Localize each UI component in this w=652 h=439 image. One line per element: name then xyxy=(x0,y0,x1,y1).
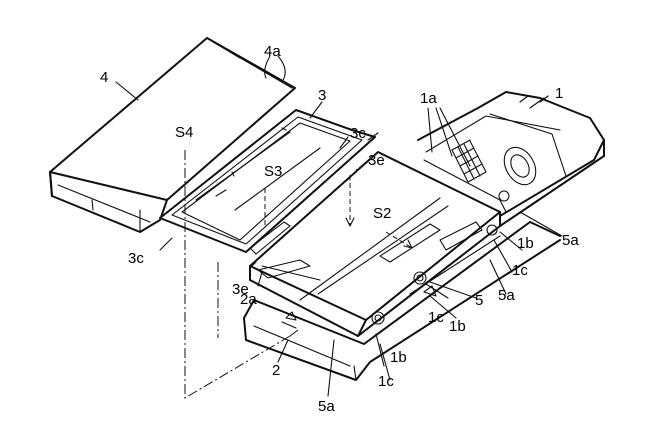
part-1-phone-body xyxy=(243,91,605,381)
label-s2: S2 xyxy=(373,205,391,222)
reference-labels: 1 1a 1b 1b 1b 1c 1c 1c 2 2a 3 3c 3c 3e 3… xyxy=(100,43,579,415)
label-1: 1 xyxy=(555,85,563,102)
assembly-lines xyxy=(184,150,437,399)
label-3c-lower: 3c xyxy=(128,250,144,267)
label-5a-lower: 5a xyxy=(318,398,335,415)
label-3c-upper: 3c xyxy=(350,125,366,142)
label-1a: 1a xyxy=(420,90,437,107)
leader-lines xyxy=(115,55,563,397)
label-3e-lower: 3e xyxy=(232,281,249,298)
label-1b-upper: 1b xyxy=(517,235,534,252)
label-5a-middle: 5a xyxy=(498,287,515,304)
label-1c-upper: 1c xyxy=(512,262,528,279)
label-1b-middle: 1b xyxy=(449,318,466,335)
label-2: 2 xyxy=(272,362,280,379)
label-5: 5 xyxy=(475,292,483,309)
label-5a-right: 5a xyxy=(562,232,579,249)
label-1b-lower: 1b xyxy=(390,349,407,366)
label-2a: 2a xyxy=(240,291,257,308)
label-1c-middle: 1c xyxy=(428,309,444,326)
label-s4: S4 xyxy=(175,124,193,141)
part-2-battery xyxy=(249,151,501,337)
label-3: 3 xyxy=(318,87,326,104)
part-4-cover-lid xyxy=(49,37,296,233)
label-4: 4 xyxy=(100,69,108,86)
part-3-frame xyxy=(159,109,376,255)
label-4a: 4a xyxy=(264,43,281,60)
label-s3: S3 xyxy=(264,163,282,180)
label-1c-lower: 1c xyxy=(378,373,394,390)
label-3e-upper: 3e xyxy=(368,152,385,169)
